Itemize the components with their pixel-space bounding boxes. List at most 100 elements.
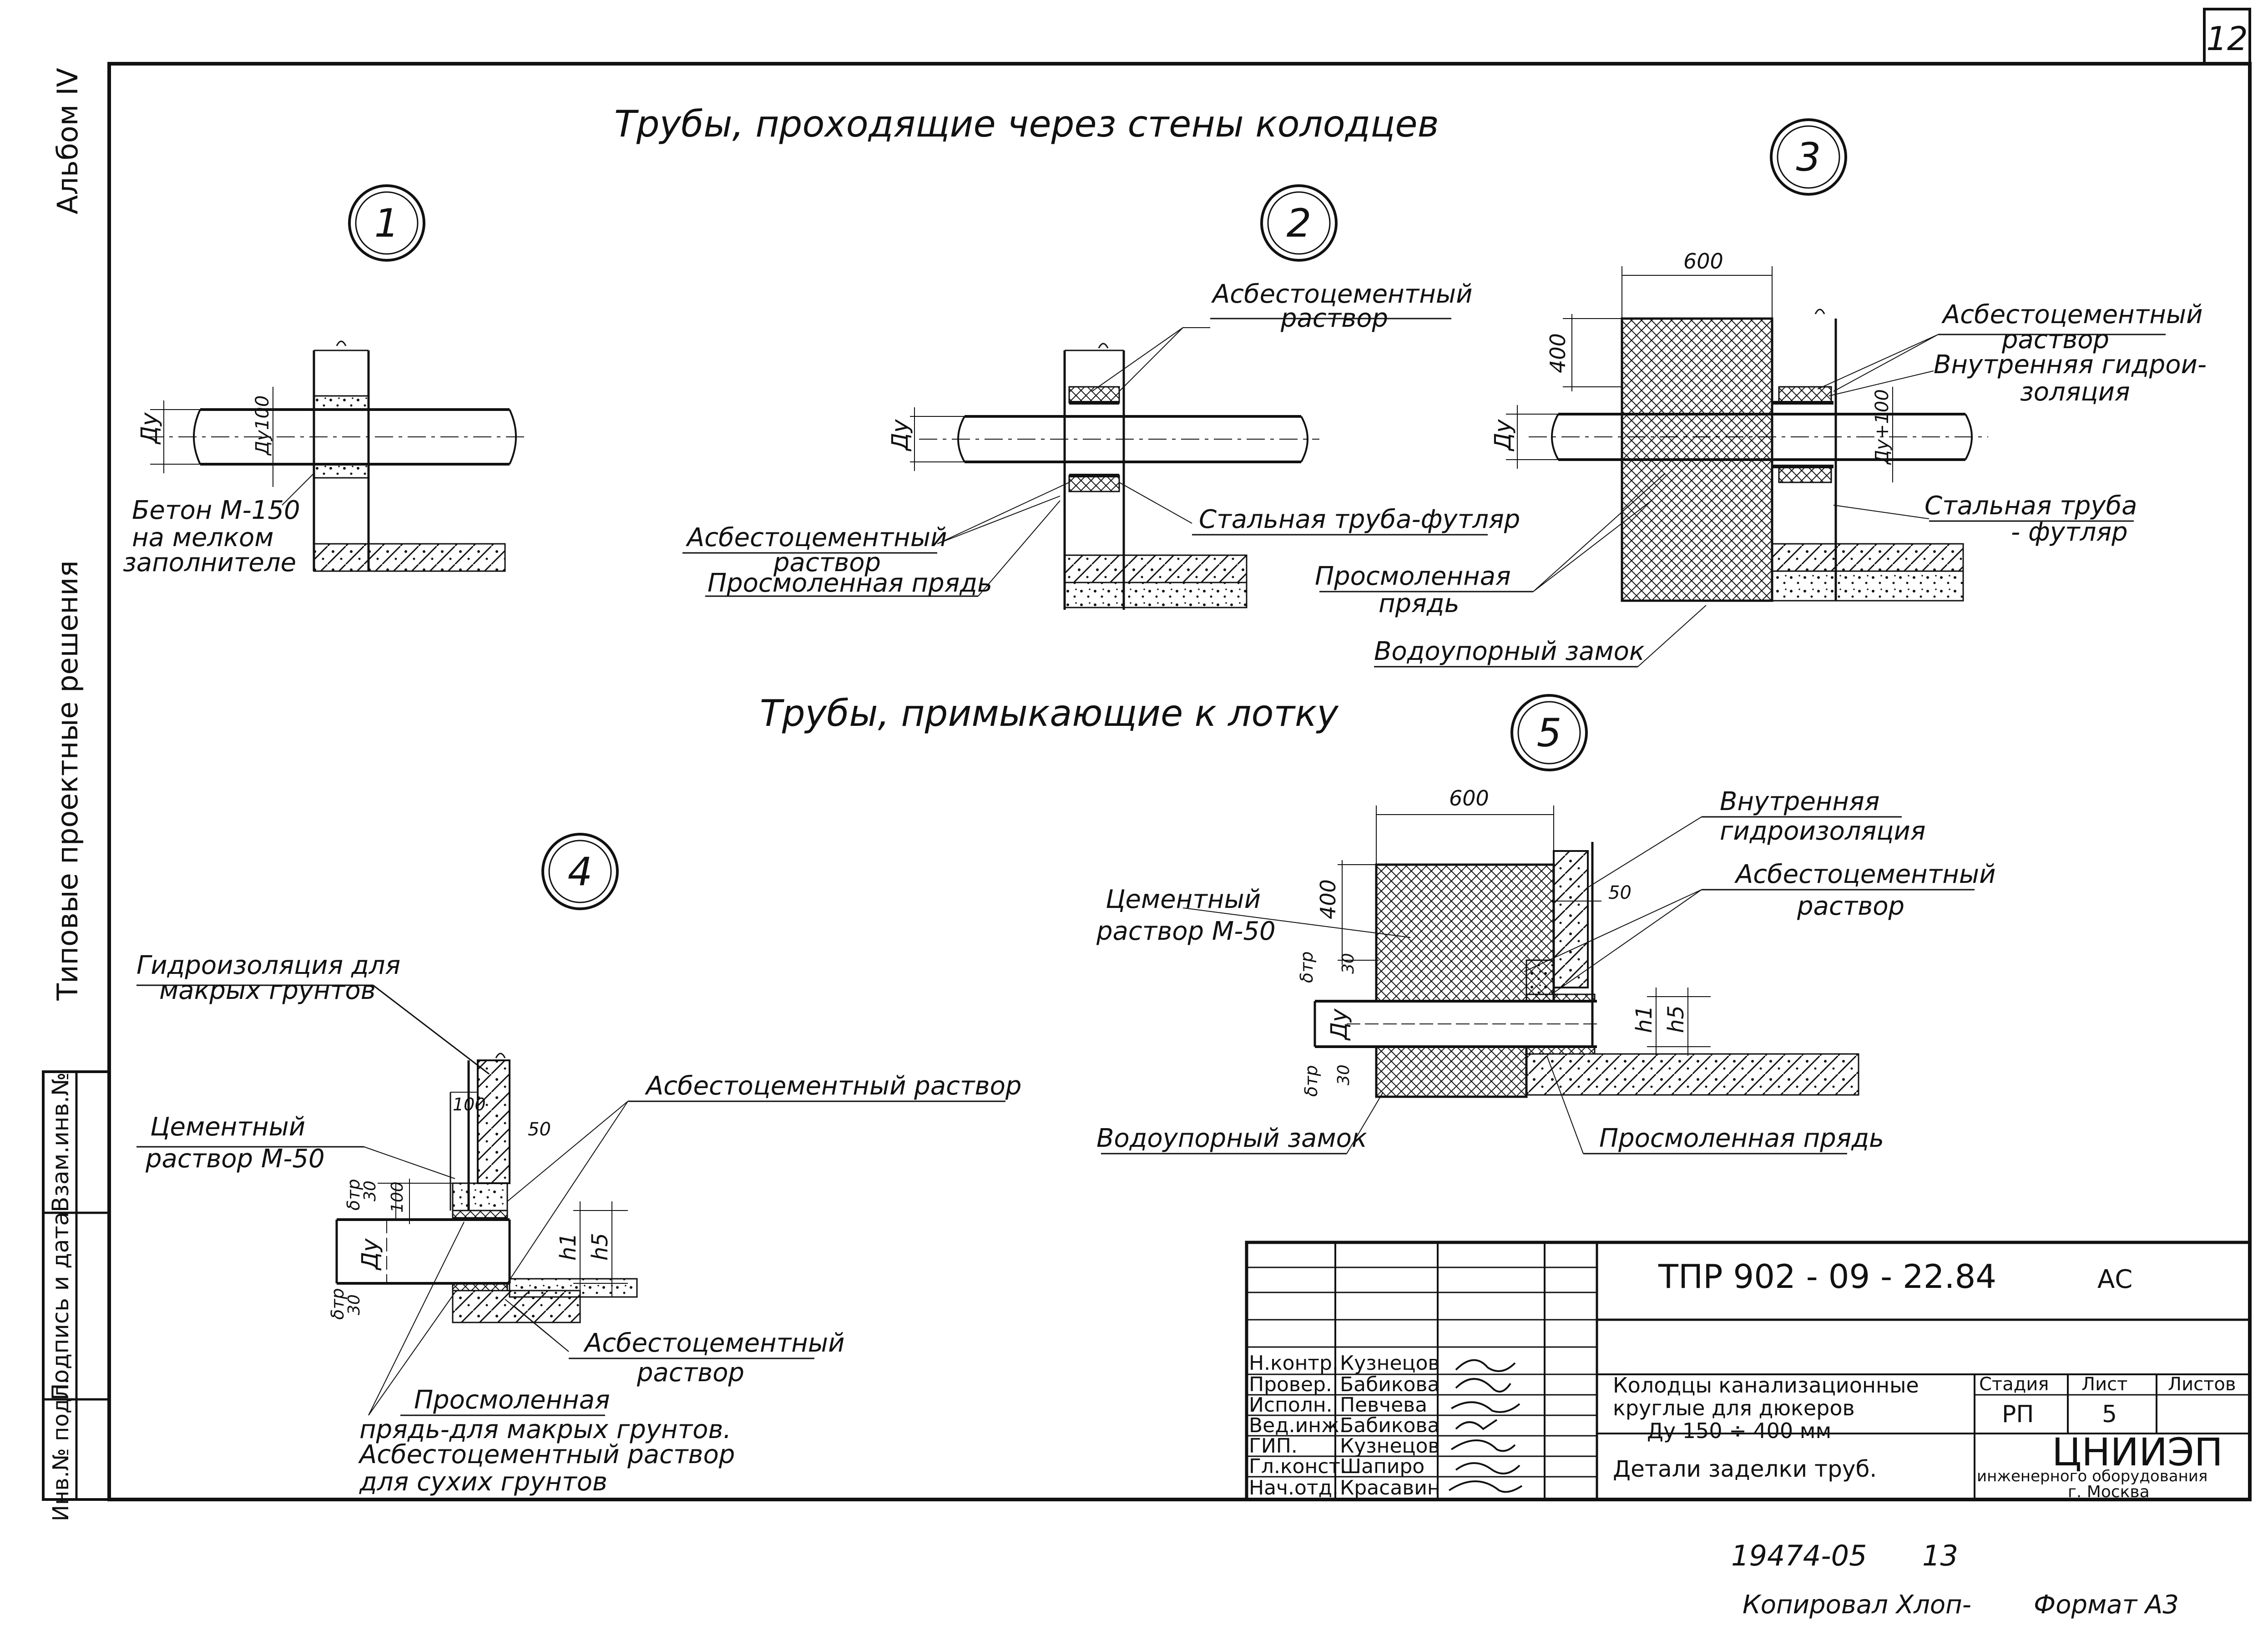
d3-asb-2: раствор	[2001, 325, 2109, 355]
d4-btr-a: δтр	[343, 1179, 364, 1211]
tb-object-1: Колодцы канализационные	[1613, 1373, 1919, 1398]
marker-2-label: 2	[1287, 201, 1312, 246]
tb-name-2: Бабикова	[1340, 1373, 1440, 1396]
d4-hydro-1: Гидроизоляция для	[136, 951, 400, 980]
d4-du: Ду	[357, 1238, 383, 1271]
marker-4-label: 4	[568, 849, 593, 895]
d2-asb-bottom-1: Асбестоцементный	[686, 523, 947, 552]
tb-suffix: АС	[2097, 1265, 2132, 1294]
series-label: Типовые проектные решения	[51, 560, 84, 1001]
d5-cement-1: Цементный	[1106, 885, 1261, 914]
d5-dim-400: 400	[1316, 879, 1340, 919]
d3-du100-label: Ду+100	[1872, 389, 1893, 465]
d5-h5: h5	[1663, 1005, 1689, 1033]
tb-sheet-title: Детали заделки труб.	[1613, 1456, 1877, 1482]
tb-org-sub: инженерного оборудования	[1977, 1467, 2207, 1485]
d2-steel-label: Стальная труба-футляр	[1199, 505, 1520, 534]
tb-name-1: Кузнецов	[1340, 1352, 1440, 1375]
d3-tarred-1: Просмоленная	[1315, 562, 1511, 591]
tb-object-2: круглые для дюкеров	[1613, 1396, 1855, 1420]
d5-du: Ду	[1326, 1008, 1352, 1041]
heading-tray: Трубы, примыкающие к лотку	[760, 692, 1339, 734]
d1-concrete-2: на мелком	[132, 523, 274, 552]
d5-lock: Водоупорный замок	[1096, 1124, 1367, 1153]
tb-name-3: Певчева	[1340, 1393, 1427, 1417]
d3-du-label: Ду	[1490, 419, 1516, 451]
d5-btr-b: δтр	[1301, 1065, 1321, 1097]
d1-du-label: Ду	[136, 412, 162, 445]
detail-2	[682, 318, 1488, 610]
d4-asb-top: Асбестоцементный раствор	[645, 1071, 1021, 1101]
d3-dim-600: 600	[1683, 249, 1723, 274]
d3-inner-2: золяция	[2020, 377, 2130, 407]
marker-2	[1260, 184, 1338, 262]
d5-btr-a: δтр	[1297, 951, 1317, 983]
sheet-number: 12	[2206, 20, 2248, 58]
marker-4	[541, 833, 619, 910]
tb-stage: РП	[2002, 1401, 2034, 1428]
d2-tarred-label: Просмоленная прядь	[707, 568, 992, 598]
d4-note-2: прядь-для макрых грунтов.	[359, 1415, 731, 1444]
d2-du-label: Ду	[887, 419, 913, 451]
marker-3-label: 3	[1796, 135, 1821, 180]
d4-dim-30a: 30	[361, 1180, 379, 1201]
footer-doc-no: 19474-05	[1731, 1539, 1867, 1572]
tb-role-3: Исполн.	[1249, 1393, 1333, 1417]
footer-copied: Копировал Хлоп-	[1743, 1590, 1971, 1620]
detail-4	[136, 984, 1005, 1416]
tb-code: ТПР 902 - 09 - 22.84	[1658, 1257, 1996, 1296]
d5-asb-2: раствор	[1797, 892, 1904, 921]
tb-name-5: Кузнецов	[1340, 1434, 1440, 1458]
d3-tarred-2: прядь	[1379, 589, 1460, 618]
d4-dim-100: 100	[453, 1094, 486, 1114]
tb-sheet: 5	[2102, 1401, 2117, 1428]
d5-asb-1: Асбестоцементный	[1734, 860, 1995, 889]
signatures	[1448, 1359, 1523, 1493]
d5-tarred: Просмоленная прядь	[1599, 1124, 1884, 1153]
sign-date-label: Подпись и дата	[47, 1212, 74, 1400]
tb-object-3: Ду 150 ÷ 400 мм	[1647, 1418, 1831, 1443]
tb-col-stage: Стадия	[1979, 1374, 2049, 1395]
footer-doc-page: 13	[1922, 1539, 1958, 1572]
inv-swap-label: Взам.инв.№	[47, 1072, 74, 1212]
d4-cement-2: раствор М-50	[145, 1144, 325, 1174]
d5-h1: h1	[1632, 1005, 1657, 1033]
d5-dim-50: 50	[1608, 882, 1632, 903]
d3-steel-1: Стальная труба	[1925, 491, 2137, 521]
tb-col-sheets: Листов	[2168, 1374, 2236, 1395]
marker-5	[1510, 694, 1588, 771]
album-label: Альбом IV	[51, 68, 84, 214]
d4-hydro-2: макрых грунтов	[159, 976, 376, 1005]
d4-note-1: Просмоленная	[414, 1385, 610, 1415]
d5-dim-600: 600	[1449, 786, 1489, 810]
d4-h1: h1	[556, 1233, 581, 1261]
marker-5-label: 5	[1537, 710, 1562, 756]
d3-inner-1: Внутренняя гидрои-	[1934, 350, 2207, 380]
title-block	[1245, 1241, 2252, 1501]
side-stamp: Альбом IV Типовые проектные решения Взам…	[47, 68, 84, 1521]
marker-1-label: 1	[374, 201, 399, 246]
tb-role-2: Провер.	[1249, 1373, 1332, 1396]
marker-1	[348, 184, 425, 262]
d3-dim-400: 400	[1546, 333, 1570, 373]
footer-format: Формат А3	[2034, 1590, 2179, 1620]
d4-asb-bottom-1: Асбестоцементный	[583, 1328, 844, 1358]
d5-inner-1: Внутренняя	[1720, 787, 1879, 816]
d2-asb-top-2: раствор	[1280, 304, 1388, 333]
tb-role-6: Гл.конст.	[1249, 1455, 1347, 1478]
tb-role-4: Вед.инж.	[1249, 1414, 1346, 1437]
detail-3	[1319, 266, 2166, 668]
tb-org: ЦНИИЭП	[2052, 1430, 2223, 1474]
d4-btr-b: δтр	[328, 1288, 348, 1320]
inv-orig-label: Инв.№ подл.	[48, 1378, 74, 1521]
marker-3	[1770, 118, 1847, 196]
d4-dim-50: 50	[528, 1119, 551, 1140]
d2-asb-bottom-2: раствор	[773, 548, 881, 577]
d3-steel-2: - футляр	[2011, 517, 2128, 547]
tb-name-4: Бабикова	[1340, 1414, 1440, 1437]
d4-dim-100b: 100	[388, 1181, 407, 1213]
tb-col-sheet: Лист	[2081, 1374, 2127, 1395]
d4-cement-1: Цементный	[150, 1112, 305, 1142]
d4-dim-30b: 30	[345, 1294, 364, 1315]
d1-concrete-3: заполнителе	[123, 548, 296, 577]
